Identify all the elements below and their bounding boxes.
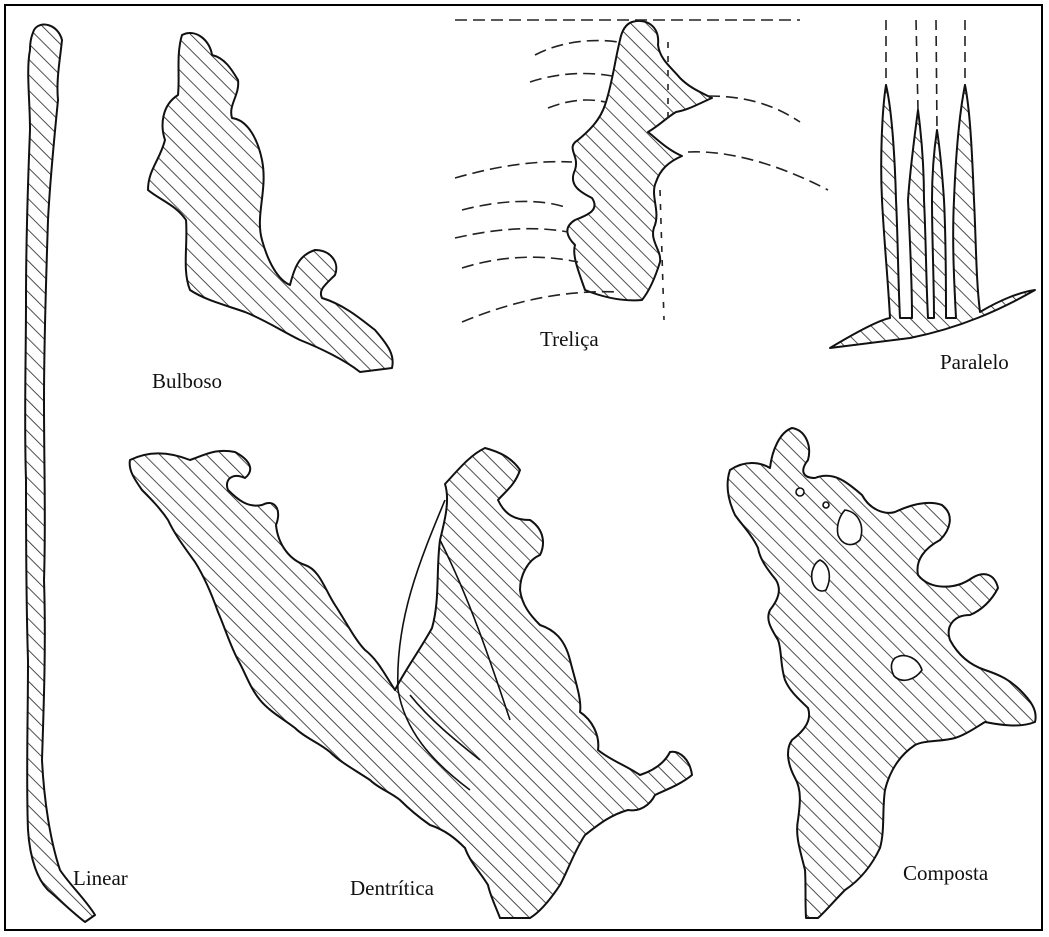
label-paralelo: Paralelo [940, 350, 1009, 375]
composta-shape [728, 428, 1036, 918]
label-dentritica: Dentrítica [350, 876, 434, 901]
label-composta: Composta [903, 861, 988, 886]
label-linear: Linear [73, 866, 128, 891]
dentritica-shape [130, 448, 692, 918]
linear-shape [25, 25, 95, 922]
trelica-shape [567, 21, 712, 300]
label-bulboso: Bulboso [152, 369, 222, 394]
bulboso-shape [148, 33, 393, 372]
paralelo-shape [830, 20, 1035, 348]
label-trelica: Treliça [540, 327, 599, 352]
